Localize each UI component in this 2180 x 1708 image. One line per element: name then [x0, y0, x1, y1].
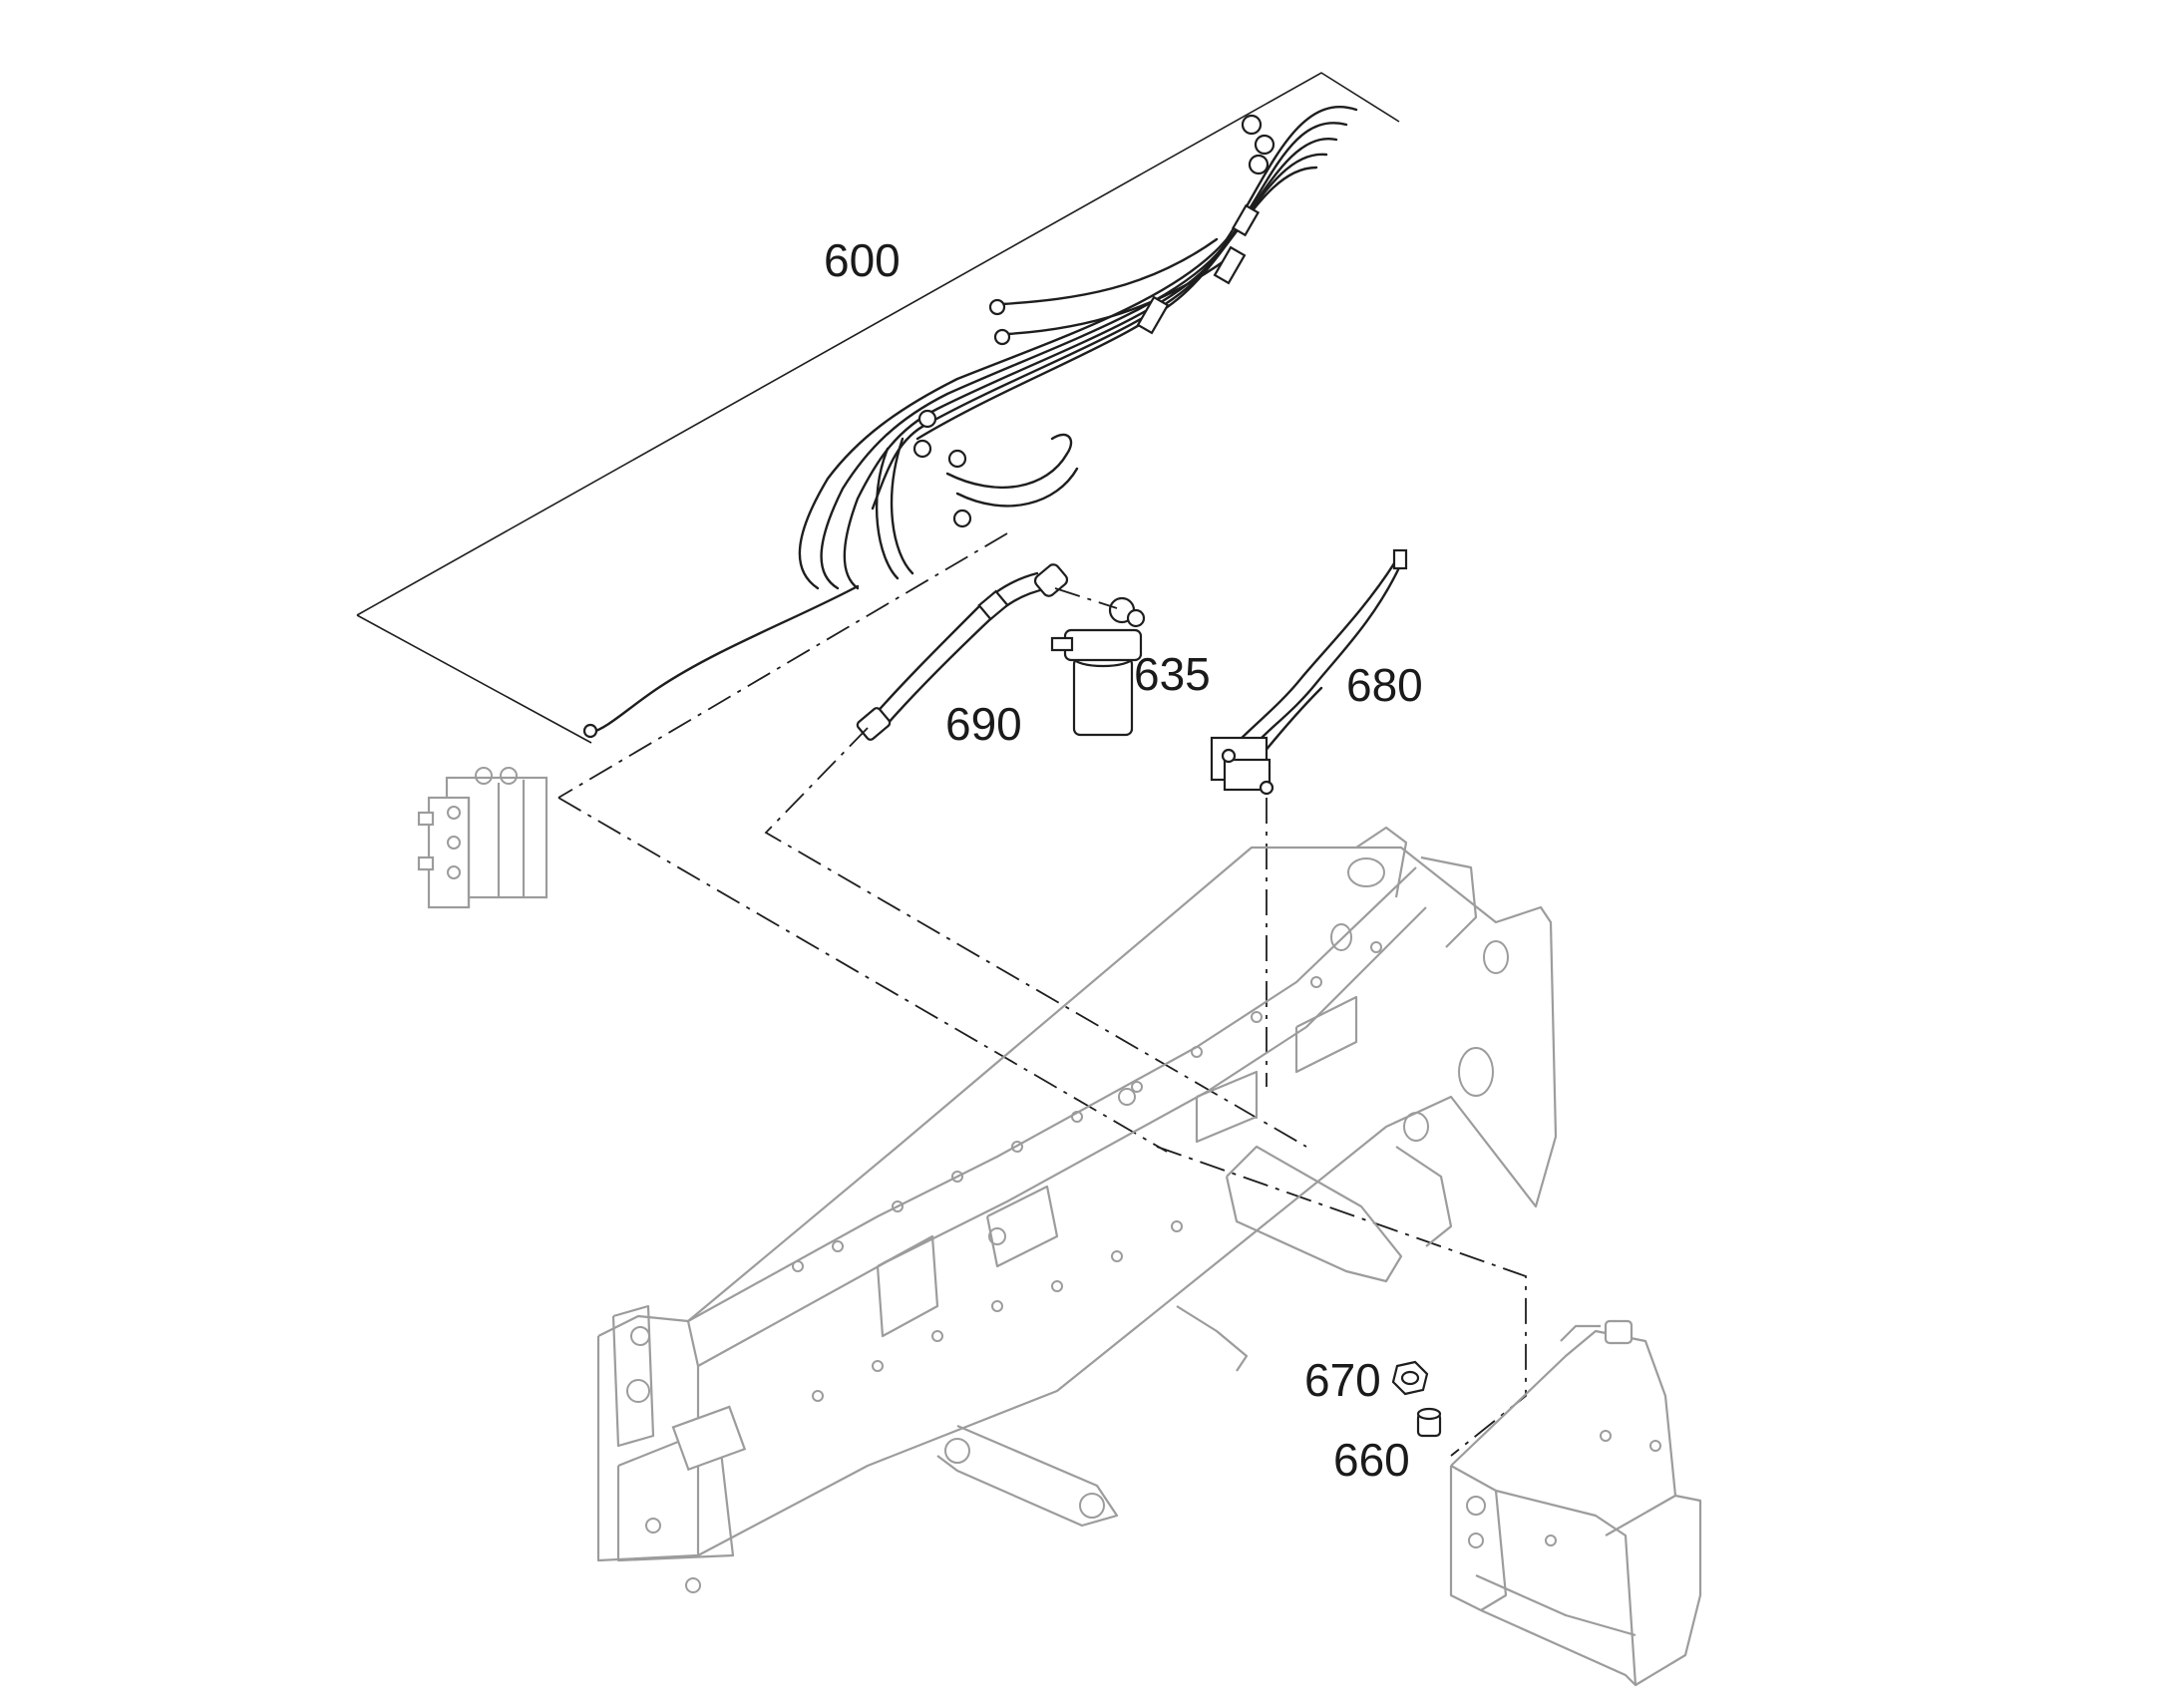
fitting-660[interactable]: 660	[1333, 1407, 1442, 1486]
chassis-frame-ghost	[596, 826, 1558, 1593]
callout-600: 600	[824, 234, 901, 286]
assembly-bracket-lower	[356, 614, 592, 744]
control-valve-ghost	[417, 767, 548, 909]
connection-lines	[557, 532, 1527, 1457]
tank-ghost	[1449, 1319, 1702, 1687]
nut-670[interactable]: 670	[1304, 1354, 1429, 1406]
callout-670: 670	[1304, 1354, 1381, 1406]
callout-660: 660	[1333, 1434, 1410, 1486]
callout-680: 680	[1346, 659, 1423, 711]
valve-680[interactable]: 680	[1210, 548, 1423, 796]
filter-635[interactable]: 635	[1050, 587, 1211, 737]
hose-assembly-600[interactable]: 600	[356, 72, 1400, 744]
hose-bundle	[582, 106, 1358, 739]
callout-690: 690	[945, 698, 1022, 750]
assembly-bracket-outline	[356, 72, 1400, 616]
hose-690[interactable]: 690	[856, 562, 1069, 750]
callout-635: 635	[1134, 648, 1211, 700]
